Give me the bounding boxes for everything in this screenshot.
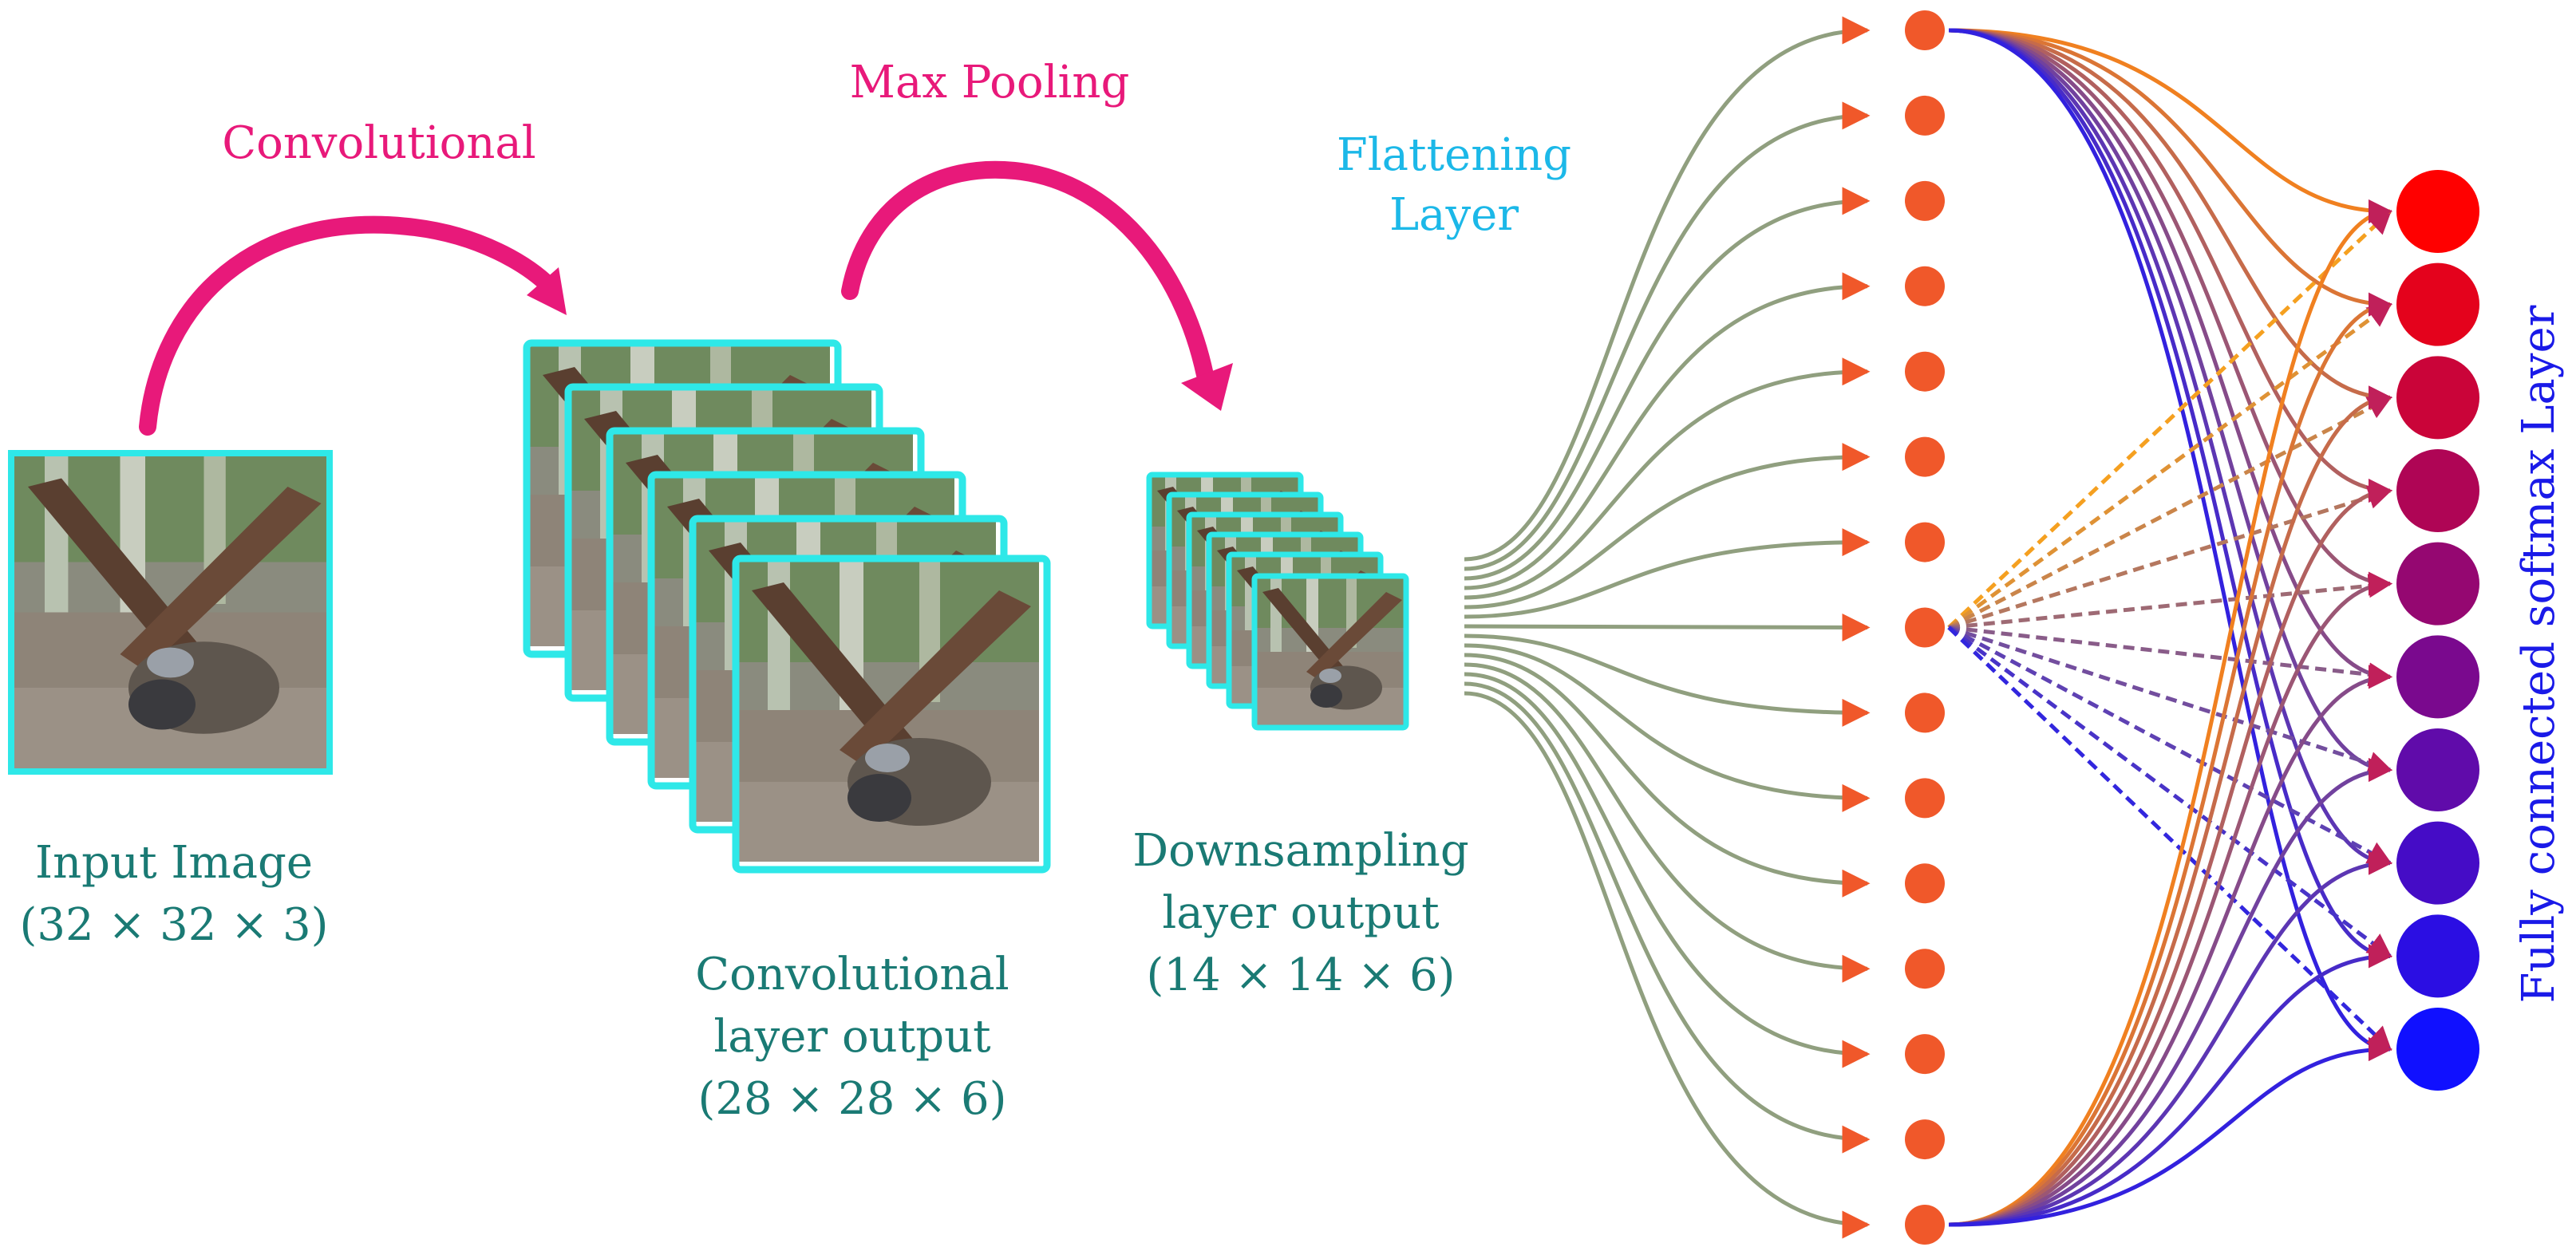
convolutional-arrow <box>139 215 559 436</box>
flatten-connection <box>1464 691 1871 1239</box>
fc-connection <box>1948 758 2392 1227</box>
fc-connection <box>1948 28 2392 317</box>
fc-connection <box>1948 626 2392 775</box>
fc-connection <box>1948 944 2392 1227</box>
downsampling-label-line3: (14 × 14 × 6) <box>1147 949 1456 1001</box>
fully-connected-connections <box>1947 28 2392 1227</box>
fc-connection <box>1948 385 2392 1227</box>
fc-connection <box>1947 209 2392 629</box>
fc-connection <box>1947 396 2392 629</box>
flatten-node <box>1905 180 1945 221</box>
flatten-node <box>1905 436 1945 477</box>
fc-connection <box>1948 28 2392 689</box>
flatten-connection <box>1464 187 1871 581</box>
softmax-node <box>2396 170 2479 253</box>
max-pooling-arrow-head <box>1181 363 1233 411</box>
softmax-nodes <box>2396 170 2479 1091</box>
input-image <box>8 450 333 775</box>
conv-output-label-line1: Convolutional <box>695 949 1009 1000</box>
flatten-connection <box>1464 633 1871 727</box>
pooled-feature-maps <box>1146 472 1409 731</box>
fc-connection <box>1948 28 2392 875</box>
fc-connection <box>1947 626 2392 865</box>
flattening-label-line1: Flattening <box>1337 129 1571 181</box>
fc-connection <box>1948 28 2392 969</box>
flatten-node <box>1905 351 1945 392</box>
flatten-connection <box>1464 672 1871 1068</box>
flatten-connection <box>1464 681 1871 1154</box>
conv-feature-maps <box>523 339 1051 874</box>
flatten-node <box>1905 266 1945 306</box>
downsampling-label-line2: layer output <box>1162 887 1440 939</box>
input-image-label-line1: Input Image <box>35 837 313 889</box>
flatten-connection <box>1464 653 1871 898</box>
flatten-connection <box>1464 101 1871 571</box>
flatten-node <box>1905 1205 1945 1245</box>
softmax-node <box>2396 914 2479 998</box>
fc-connection <box>1948 1037 2392 1227</box>
softmax-node <box>2396 542 2479 626</box>
flatten-node <box>1905 1119 1945 1160</box>
fc-connection <box>1948 571 2392 1227</box>
flatten-connection <box>1464 357 1871 600</box>
flatten-node <box>1905 522 1945 562</box>
max-pooling-arrow-label: Max Pooling <box>850 57 1130 109</box>
flatten-node <box>1905 778 1945 819</box>
softmax-node <box>2396 1008 2479 1091</box>
fc-connection <box>1948 28 2392 223</box>
convolutional-arrow-head <box>527 267 567 315</box>
flatten-connection <box>1464 443 1871 610</box>
max-pooling-arrow <box>841 160 1214 384</box>
flatten-node <box>1905 1034 1945 1075</box>
flatten-connection <box>1464 272 1871 590</box>
flattening-label-line2: Layer <box>1389 189 1519 241</box>
softmax-node <box>2396 449 2479 532</box>
flatten-node <box>1905 863 1945 904</box>
conv-output-label-line3: (28 × 28 × 6) <box>698 1073 1007 1125</box>
flatten-connection <box>1464 643 1871 812</box>
softmax-layer-label: Fully connected softmax Layer <box>2513 305 2565 1003</box>
flatten-node <box>1905 95 1945 136</box>
downsampling-label-line1: Downsampling <box>1132 825 1468 877</box>
softmax-node <box>2396 821 2479 905</box>
flatten-connection <box>1464 662 1871 983</box>
softmax-node <box>2396 262 2479 346</box>
fc-connection <box>1948 28 2392 782</box>
fc-connection <box>1947 302 2392 629</box>
softmax-node <box>2396 635 2479 719</box>
flatten-connections <box>1464 16 1871 1239</box>
fc-connection <box>1948 626 2392 687</box>
fc-connection <box>1948 28 2392 503</box>
flatten-connection <box>1464 528 1871 619</box>
flatten-nodes <box>1905 10 1945 1245</box>
fc-connection <box>1948 665 2392 1227</box>
fc-connection <box>1948 292 2392 1227</box>
flatten-node <box>1905 949 1945 989</box>
flatten-connection <box>1464 16 1871 562</box>
convolutional-arrow-label: Convolutional <box>222 117 535 169</box>
fc-connection <box>1948 199 2392 1227</box>
flatten-node <box>1905 607 1945 648</box>
input-image-label-line2: (32 × 32 × 3) <box>20 899 329 951</box>
fc-connection <box>1948 479 2392 1227</box>
fc-connection <box>1948 28 2392 596</box>
conv-output-label-line2: layer output <box>713 1011 991 1063</box>
fc-connection <box>1948 28 2392 410</box>
fc-connection <box>1947 626 2392 1052</box>
fc-connection <box>1948 850 2392 1227</box>
fc-connection <box>1948 574 2392 629</box>
fc-connection <box>1948 485 2392 629</box>
flatten-node <box>1905 10 1945 50</box>
softmax-node <box>2396 728 2479 811</box>
flatten-connection <box>1464 613 1871 641</box>
flatten-node <box>1905 693 1945 733</box>
softmax-node <box>2396 356 2479 440</box>
fc-connection <box>1947 626 2392 958</box>
